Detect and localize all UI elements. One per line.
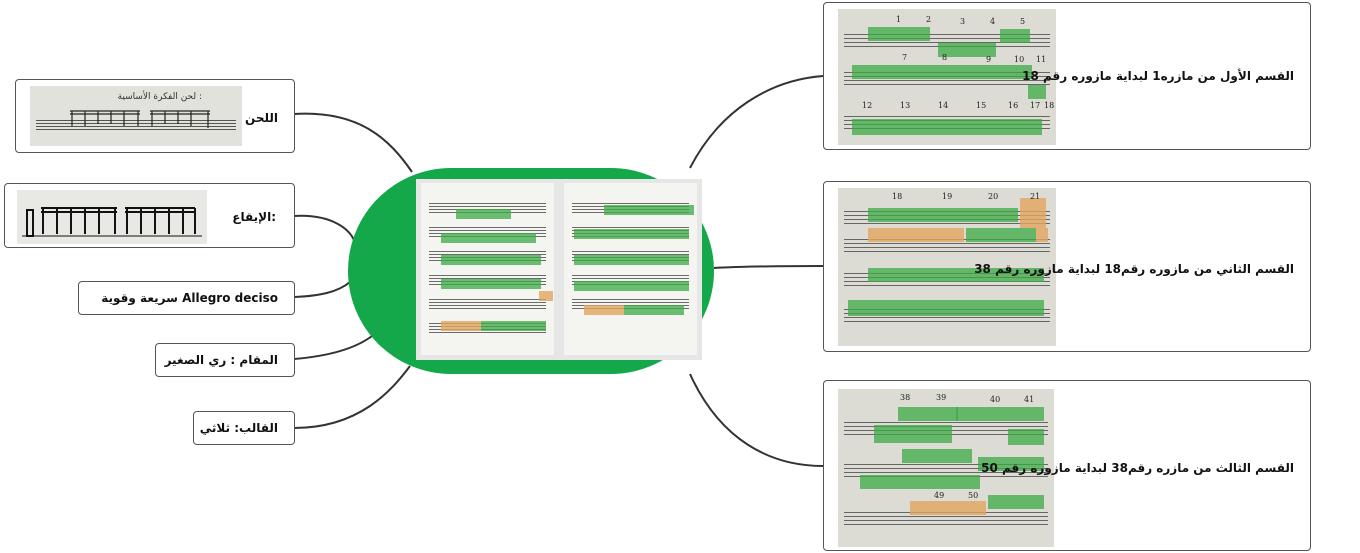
score-page-right (564, 183, 697, 355)
node-section1[interactable]: 1 2 3 4 5 7 8 9 10 11 12 13 14 15 16 17 … (823, 2, 1311, 150)
measure-number: 8 (942, 53, 948, 62)
measure-number: 10 (1014, 55, 1025, 64)
node-section3[interactable]: 38 39 40 41 49 50 القسم الثالث من مازره … (823, 380, 1311, 551)
section2-score-image: 18 19 20 21 (838, 188, 1056, 346)
connector-section1 (689, 75, 824, 169)
measure-number: 13 (900, 101, 911, 110)
measure-number: 15 (976, 101, 987, 110)
section3-score-image: 38 39 40 41 49 50 (838, 389, 1054, 547)
measure-number: 16 (1008, 101, 1019, 110)
melody-image-caption: : لحن الفكرة الأساسية (117, 92, 202, 102)
measure-number: 14 (938, 101, 949, 110)
connector-tempo (293, 281, 351, 298)
section1-label: القسم الأول من مازره1 لبداية مازوره رقم … (1022, 69, 1294, 83)
measure-number: 18 (892, 192, 903, 201)
measure-number: 17 (1030, 101, 1041, 110)
form-label: القالب: ثلاثي (199, 421, 278, 435)
measure-number: 39 (936, 393, 947, 402)
measure-number: 21 (1030, 192, 1041, 201)
mode-label: المقام : ري الصغير (164, 353, 278, 367)
connector-section2 (713, 265, 824, 269)
measure-number: 18 (1044, 101, 1055, 110)
connector-rhythm (293, 214, 357, 247)
measure-number: 19 (942, 192, 953, 201)
measure-number: 40 (990, 395, 1001, 404)
node-section2[interactable]: 18 19 20 21 القسم الثاني من مازوره رقم18… (823, 181, 1311, 352)
measure-number: 12 (862, 101, 873, 110)
melody-label: اللحن (245, 111, 278, 125)
node-form[interactable]: القالب: ثلاثي (193, 411, 295, 445)
rhythm-notation-image (17, 190, 207, 244)
node-tempo[interactable]: Allegro deciso سريعة وقوية (78, 281, 295, 315)
score-photo (416, 179, 702, 360)
melody-notation-image: : لحن الفكرة الأساسية (30, 86, 242, 146)
node-melody[interactable]: : لحن الفكرة الأساسية اللحن (15, 79, 295, 153)
measure-number: 38 (900, 393, 911, 402)
measure-number: 20 (988, 192, 999, 201)
tempo-label: Allegro deciso سريعة وقوية (101, 291, 278, 305)
melody-notes-icon (70, 110, 210, 128)
measure-number: 11 (1036, 55, 1047, 64)
measure-number: 50 (968, 491, 979, 500)
node-rhythm[interactable]: :الإيقاع (4, 183, 295, 248)
measure-number: 9 (986, 55, 992, 64)
section2-label: القسم الثاني من مازوره رقم18 لبداية مازو… (974, 262, 1294, 276)
connector-form (293, 365, 411, 429)
rhythm-notes-icon (22, 207, 202, 237)
score-page-left (421, 183, 554, 355)
connector-melody (293, 112, 413, 173)
node-mode[interactable]: المقام : ري الصغير (155, 343, 295, 377)
measure-number: 4 (990, 17, 996, 26)
measure-number: 5 (1020, 17, 1026, 26)
section1-score-image: 1 2 3 4 5 7 8 9 10 11 12 13 14 15 16 17 … (838, 9, 1056, 145)
measure-number: 2 (926, 15, 932, 24)
measure-number: 1 (896, 15, 902, 24)
measure-number: 49 (934, 491, 945, 500)
connector-section3 (689, 373, 824, 467)
measure-number: 7 (902, 53, 908, 62)
section3-label: القسم الثالث من مازره رقم38 لبداية مازور… (981, 461, 1294, 475)
connector-mode (293, 335, 373, 360)
measure-number: 3 (960, 17, 966, 26)
measure-number: 41 (1024, 395, 1035, 404)
rhythm-label: :الإيقاع (232, 210, 276, 224)
